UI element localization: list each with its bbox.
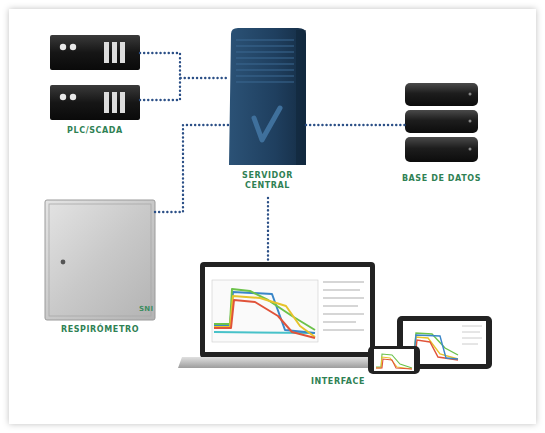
tower-server xyxy=(229,28,306,165)
dotted-wire xyxy=(140,78,180,100)
component-node: SERVIDOR CENTRAL xyxy=(229,28,306,198)
brand-mark: SNI xyxy=(139,304,153,314)
node-label: RESPIRÓMETRO xyxy=(61,325,139,335)
rack-server xyxy=(50,35,140,70)
node-label: SERVIDOR CENTRAL xyxy=(229,171,306,191)
phone xyxy=(368,346,420,374)
node-label: BASE DE DATOS xyxy=(402,174,481,184)
node-label: PLC/SCADA xyxy=(67,126,123,136)
component-node: SNI RESPIRÓMETRO xyxy=(45,200,155,336)
component-node: PLC/SCADA xyxy=(50,35,140,138)
node-label: INTERFACE xyxy=(311,377,365,387)
database-stack xyxy=(405,83,478,162)
dotted-connector xyxy=(306,124,405,126)
component-node: BASE DE DATOS xyxy=(405,83,478,186)
dotted-connector xyxy=(155,125,229,212)
dotted-connector xyxy=(140,53,229,78)
laptop xyxy=(178,262,398,368)
component-node: INTERFACE xyxy=(178,262,498,389)
dotted-connector xyxy=(267,198,269,262)
frame xyxy=(9,9,536,424)
cabinet xyxy=(45,200,155,320)
rack-server xyxy=(50,85,140,120)
